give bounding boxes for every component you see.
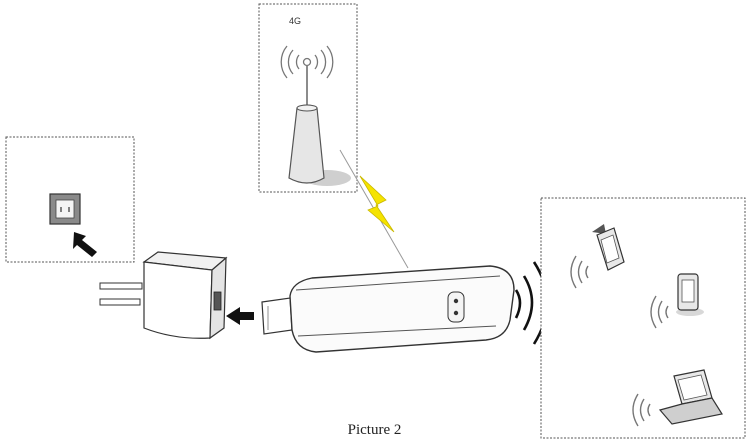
smartphone-icon bbox=[570, 224, 625, 289]
smartphone-icon bbox=[650, 273, 704, 329]
tower-label: 4G bbox=[289, 16, 301, 26]
devices-panel bbox=[540, 197, 746, 439]
laptop-icon bbox=[632, 369, 723, 427]
connect-arrow-icon bbox=[226, 307, 254, 325]
tower-icon bbox=[288, 66, 351, 186]
usb-modem-icon bbox=[261, 265, 515, 353]
plug-in-arrow-icon bbox=[73, 232, 97, 257]
tower-signal-icon bbox=[280, 45, 334, 79]
lightning-icon bbox=[339, 149, 409, 269]
tower-panel: 4G bbox=[258, 3, 358, 193]
socket-panel bbox=[5, 136, 135, 263]
usb-power-adapter-icon bbox=[99, 251, 228, 340]
figure-caption: Picture 2 bbox=[347, 422, 402, 438]
wall-socket-icon bbox=[49, 193, 81, 225]
